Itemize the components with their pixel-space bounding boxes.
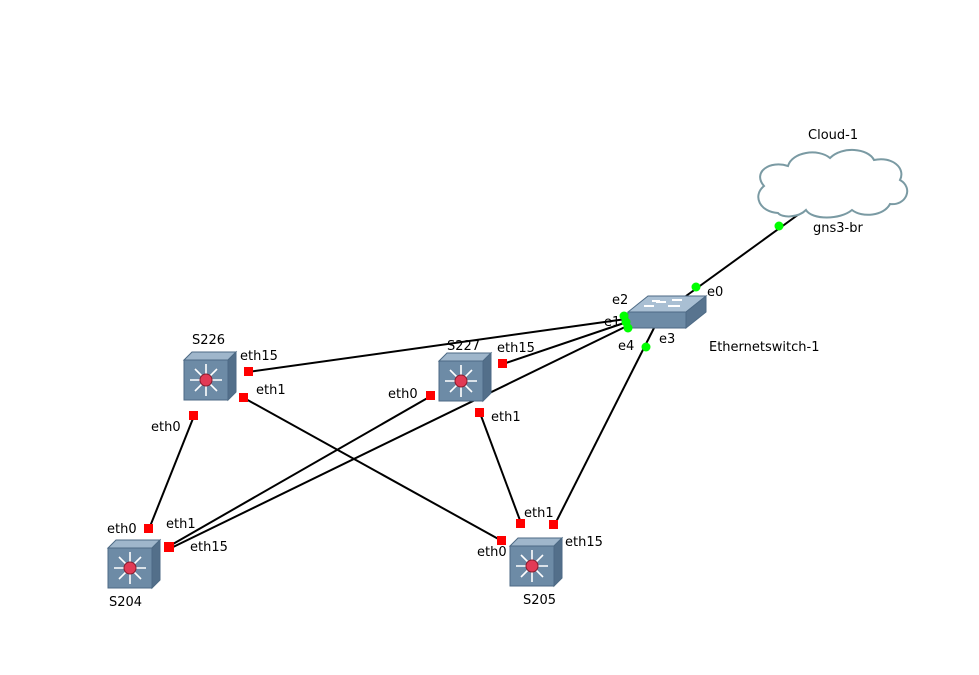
port-label: eth0: [388, 387, 418, 402]
multilayer-switch-icon: [182, 350, 238, 402]
port-label: eth1: [256, 383, 286, 398]
port-label: e3: [659, 332, 676, 347]
link-s227-s204[interactable]: [165, 395, 432, 549]
node-label-s226[interactable]: S226: [192, 333, 226, 348]
links-layer: [148, 208, 807, 550]
link-s205-esw[interactable]: [553, 327, 655, 527]
node-cloud-1[interactable]: [757, 149, 909, 219]
cloud-icon: [757, 149, 909, 219]
multilayer-switch-icon: [437, 351, 493, 403]
port-label: eth1: [166, 517, 196, 532]
port-up-indicator: [774, 221, 784, 231]
port-down-indicator: [144, 524, 153, 533]
link-s227-s205[interactable]: [479, 412, 522, 524]
port-label: eth0: [107, 522, 137, 537]
port-down-indicator: [164, 542, 174, 552]
node-s227[interactable]: [437, 351, 493, 403]
port-label: eth15: [497, 341, 535, 356]
link-cloud-esw[interactable]: [685, 208, 807, 297]
port-indicators: [144, 221, 784, 552]
port-up-indicator: [691, 282, 701, 292]
port-down-indicator: [475, 408, 484, 417]
port-down-indicator: [244, 367, 253, 376]
link-s226-esw[interactable]: [247, 318, 627, 373]
node-label-s205[interactable]: S205: [523, 593, 557, 608]
port-down-indicator: [426, 391, 435, 400]
port-label: gns3-br: [813, 221, 863, 236]
node-label-s227[interactable]: S227: [447, 339, 481, 354]
port-up-indicator: [623, 323, 633, 333]
port-down-indicator: [239, 393, 248, 402]
port-label: eth1: [524, 506, 554, 521]
port-up-indicator: [641, 342, 651, 352]
link-s227-esw[interactable]: [502, 321, 628, 365]
port-down-indicator: [549, 520, 558, 529]
multilayer-switch-icon: [106, 538, 162, 590]
port-label: eth0: [477, 545, 507, 560]
port-label: e1: [604, 315, 621, 330]
port-label: e0: [707, 285, 724, 300]
port-label: e4: [618, 339, 635, 354]
port-down-indicator: [189, 411, 198, 420]
port-label: eth15: [190, 540, 228, 555]
node-s205[interactable]: [508, 536, 564, 588]
node-s204[interactable]: [106, 538, 162, 590]
port-label: eth15: [240, 349, 278, 364]
link-s226-s205[interactable]: [243, 397, 503, 542]
port-label: eth15: [565, 535, 603, 550]
ethernet-switch-icon: [626, 294, 708, 330]
node-s226[interactable]: [182, 350, 238, 402]
port-down-indicator: [498, 359, 507, 368]
node-ethernetswitch-1[interactable]: [626, 294, 708, 330]
multilayer-switch-icon: [508, 536, 564, 588]
port-down-indicator: [516, 519, 525, 528]
port-down-indicator: [497, 536, 506, 545]
node-label-cloud-1[interactable]: Cloud-1: [808, 128, 859, 143]
port-label: eth1: [491, 410, 521, 425]
port-label: e2: [612, 293, 629, 308]
link-s204-esw[interactable]: [168, 325, 628, 550]
port-label: eth0: [151, 420, 181, 435]
node-label-ethernetswitch-1[interactable]: Ethernetswitch-1: [709, 340, 820, 355]
node-label-s204[interactable]: S204: [109, 595, 143, 610]
link-s226-s204[interactable]: [148, 415, 195, 530]
